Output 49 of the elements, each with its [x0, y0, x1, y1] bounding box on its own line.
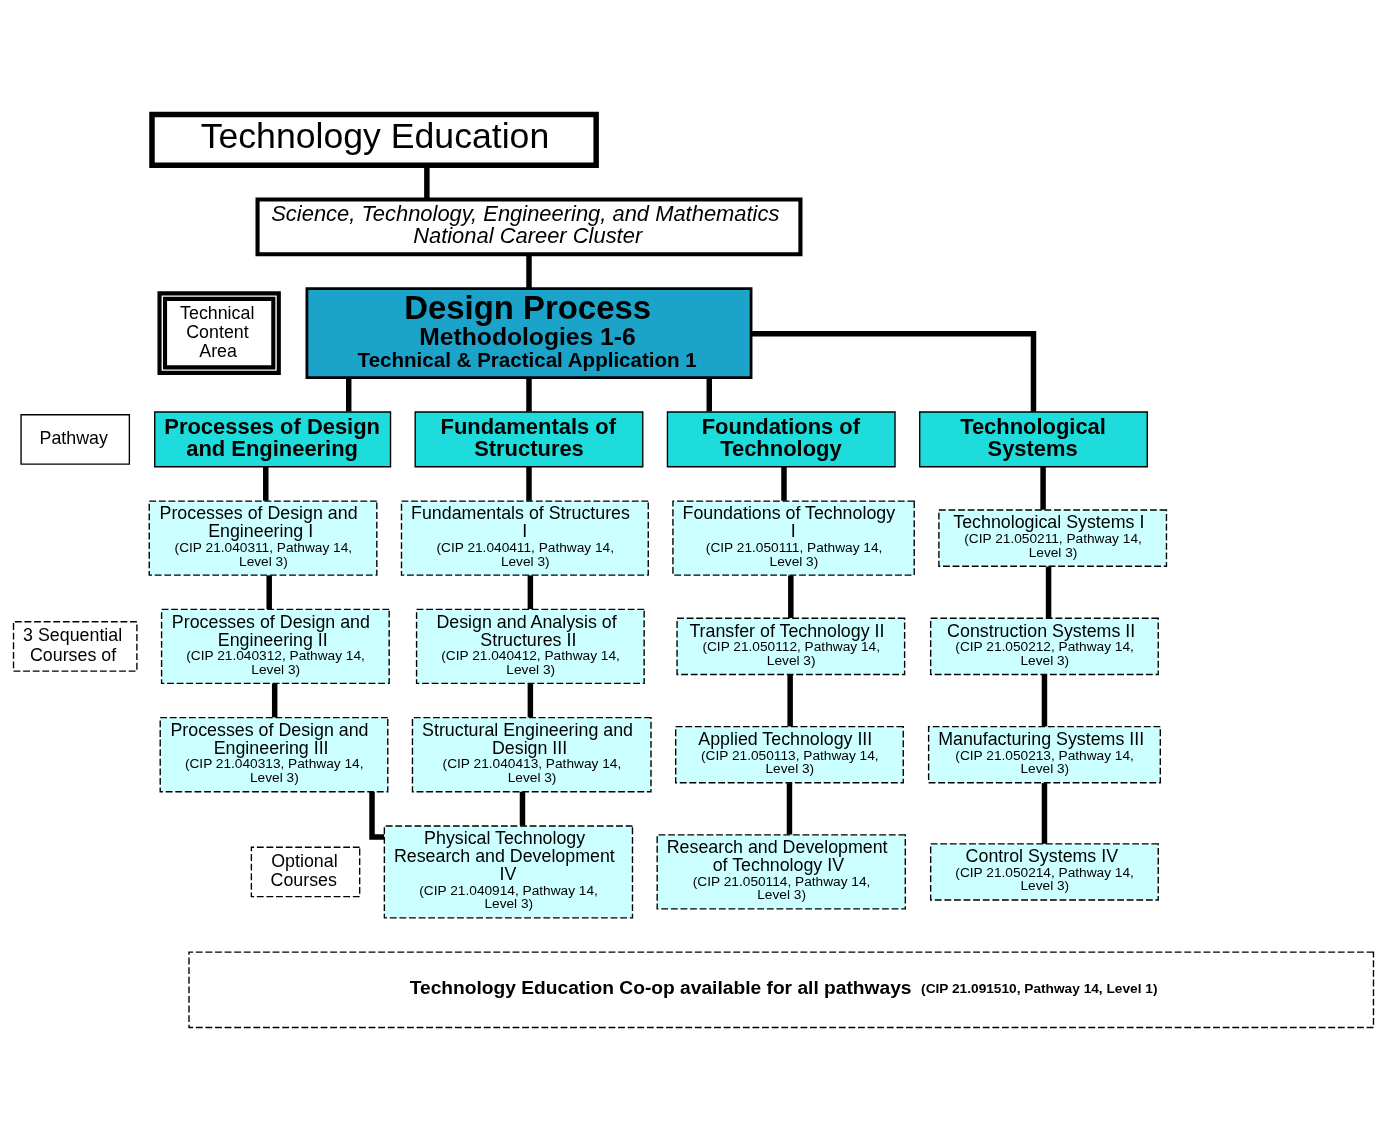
- node-box: Optional Courses: [250, 846, 361, 897]
- node-box: Fundamentals of Structures: [414, 410, 644, 467]
- connector: [1045, 566, 1052, 618]
- node-box: Physical Technology Research and Development IV (CIP 21.040914, Pathway 14, Level 3): [383, 824, 634, 919]
- node-box: Fundamentals of Structures I (CIP 21.040411, Pathway 14, Level 3): [400, 499, 649, 576]
- connector: [345, 377, 352, 411]
- connector: [519, 791, 526, 826]
- connector: [1041, 674, 1048, 726]
- node-box: Research and Development of Technology IV (CIP 21.050114, Pathway 14, Level 3): [656, 833, 906, 910]
- connector: [527, 683, 534, 717]
- node-box: Construction Systems II (CIP 21.050212, Pathway 14, Level 3): [930, 617, 1159, 675]
- connector: [369, 791, 385, 840]
- node-box: Foundations of Technology: [666, 410, 896, 467]
- node-box: Technology Education Co-op available for all pathways (CIP 21.091510, Pathway 14, Level 1): [188, 950, 1375, 1028]
- node-box: Processes of Design and Engineering: [154, 410, 392, 467]
- connector: [526, 254, 532, 289]
- node-box: Science, Technology, Engineering, and Mathematics National Career Cluster: [255, 196, 803, 256]
- connector: [526, 377, 532, 411]
- connector: [266, 574, 272, 609]
- connector: [1041, 782, 1048, 844]
- node-box: Transfer of Technology II (CIP 21.050112, Pathway 14, Level 3): [676, 617, 906, 675]
- node-box: Design and Analysis of Structures II (CIP 21.040412, Pathway 14, Level 3): [415, 608, 645, 684]
- node-box: Technological Systems I (CIP 21.050211, Pathway 14, Level 3): [938, 508, 1168, 567]
- node-box: Processes of Design and Engineering II (CIP 21.040312, Pathway 14, Level 3): [160, 608, 390, 684]
- connector: [1040, 466, 1046, 510]
- node-box: Manufacturing Systems III (CIP 21.050213, Pathway 14, Level 3): [927, 725, 1161, 783]
- node-box: Foundations of Technology I (CIP 21.050111, Pathway 14, Level 3): [672, 499, 915, 576]
- connector: [786, 782, 793, 834]
- node-box: Design Process Methodologies 1-6 Technical & Practical Application 1: [305, 286, 753, 379]
- node-box: Structural Engineering and Design III (CIP 21.040413, Pathway 14, Level 3): [411, 716, 652, 792]
- connector: [527, 574, 534, 609]
- connector: [751, 330, 1037, 412]
- connector: [424, 165, 430, 199]
- connector: [263, 466, 269, 501]
- node-box: Applied Technology III (CIP 21.050113, Pathway 14, Level 3): [675, 725, 904, 783]
- connector: [271, 683, 278, 717]
- node-box: Technical Content Area: [157, 290, 281, 375]
- node-box: Processes of Design and Engineering III (CIP 21.040313, Pathway 14, Level 3): [159, 716, 389, 792]
- node-box: 3 Sequential Courses of: [12, 620, 138, 672]
- connector: [781, 466, 787, 501]
- node-box: Processes of Design and Engineering I (CIP 21.040311, Pathway 14, Level 3): [148, 499, 378, 576]
- node-box: Technology Education: [149, 111, 599, 168]
- connector: [706, 377, 712, 411]
- connector: [787, 674, 793, 726]
- node-box: Pathway: [20, 413, 131, 465]
- connector: [526, 466, 532, 501]
- connector: [788, 574, 794, 618]
- node-box: Control Systems IV (CIP 21.050214, Pathway 14, Level 3): [930, 842, 1159, 901]
- node-box: Technological Systems: [919, 410, 1148, 467]
